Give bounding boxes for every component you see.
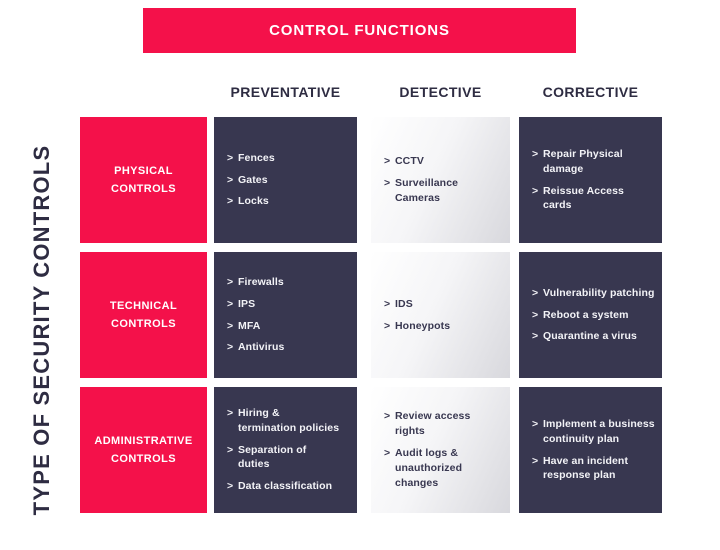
- list-item-label: Honeypots: [395, 319, 451, 332]
- row-label-administrative-controls: ADMINISTRATIVE CONTROLS: [80, 387, 207, 513]
- list-item: > Separation of duties: [227, 443, 352, 473]
- list-item: > Fences: [227, 151, 352, 166]
- list-item: > Reissue Access cards: [532, 184, 657, 214]
- list-item-label: Data classification: [238, 480, 333, 493]
- chevron-icon: >: [532, 308, 539, 321]
- list-item-label: Audit logs & unauthorized changes: [395, 447, 463, 489]
- list-item: > CCTV: [384, 154, 505, 169]
- banner-title: CONTROL FUNCTIONS: [269, 22, 450, 39]
- cell-physical-controls-corrective: > Repair Physical damage > Reissue Access c…: [519, 117, 662, 243]
- row-label-physical-controls: PHYSICAL CONTROLS: [80, 117, 207, 243]
- list-item-label: Review access rights: [395, 410, 471, 438]
- list-item-label: Vulnerability patching: [543, 286, 655, 299]
- list-item-label: Fences: [238, 151, 275, 164]
- list-item-label: Have an incident response plan: [543, 454, 629, 482]
- chevron-icon: >: [532, 286, 539, 299]
- chevron-icon: >: [532, 147, 539, 160]
- column-headers: PREVENTATIVE DETECTIVE CORRECTIVE: [80, 84, 662, 100]
- row-label-technical-controls: TECHNICAL CONTROLS: [80, 252, 207, 378]
- chevron-icon: >: [227, 195, 234, 208]
- list-item: > Hiring & termination policies: [227, 406, 352, 436]
- cell-administrative-controls-detective: > Review access rights > Audit logs & unaut…: [371, 387, 510, 513]
- chevron-icon: >: [384, 297, 391, 310]
- list-item: > Surveillance Cameras: [384, 176, 505, 206]
- table-row: ADMINISTRATIVE CONTROLS > Hiring & termina…: [80, 387, 662, 513]
- chevron-icon: >: [384, 177, 391, 190]
- list-item-label: IPS: [238, 297, 256, 310]
- list-item: > Audit logs & unauthorized changes: [384, 446, 505, 491]
- list-item: > Implement a business continuity plan: [532, 417, 657, 447]
- chevron-icon: >: [384, 319, 391, 332]
- list-item-label: Gates: [238, 173, 268, 186]
- list-item: > Quarantine a virus: [532, 329, 657, 344]
- chevron-icon: >: [227, 443, 234, 456]
- chevron-icon: >: [532, 417, 539, 430]
- cell-administrative-controls-corrective: > Implement a business continuity plan > Ha…: [519, 387, 662, 513]
- list-item-label: Quarantine a virus: [543, 330, 637, 343]
- list-item-label: Reissue Access cards: [543, 184, 624, 212]
- list-item-label: Separation of duties: [238, 443, 307, 471]
- list-item: > Review access rights: [384, 409, 505, 439]
- chevron-icon: >: [227, 151, 234, 164]
- list-item: > Reboot a system: [532, 308, 657, 323]
- chevron-icon: >: [227, 297, 234, 310]
- controls-matrix: PHYSICAL CONTROLS > Fences > Gates > Locks > CCT…: [80, 117, 662, 522]
- cell-physical-controls-preventative: > Fences > Gates > Locks: [214, 117, 357, 243]
- list-item: > Antivirus: [227, 340, 352, 355]
- list-item: > MFA: [227, 319, 352, 334]
- list-item: > IPS: [227, 297, 352, 312]
- list-item-label: Locks: [238, 195, 269, 208]
- list-item: > Gates: [227, 173, 352, 188]
- chevron-icon: >: [384, 447, 391, 460]
- chevron-icon: >: [532, 330, 539, 343]
- list-item-label: MFA: [238, 319, 261, 332]
- list-item-label: Reboot a system: [543, 308, 629, 321]
- column-header-corrective: CORRECTIVE: [542, 84, 639, 100]
- list-item-label: IDS: [395, 297, 413, 310]
- list-item-label: Antivirus: [238, 341, 285, 354]
- chevron-icon: >: [384, 155, 391, 168]
- chevron-icon: >: [227, 406, 234, 419]
- cell-technical-controls-detective: > IDS > Honeypots: [371, 252, 510, 378]
- chevron-icon: >: [532, 454, 539, 467]
- chevron-icon: >: [384, 410, 391, 423]
- list-item: > Repair Physical damage: [532, 147, 657, 177]
- list-item: > Firewalls: [227, 275, 352, 290]
- list-item: > Vulnerability patching: [532, 286, 657, 301]
- chevron-icon: >: [532, 184, 539, 197]
- list-item-label: CCTV: [395, 155, 424, 168]
- list-item: > Data classification: [227, 479, 352, 494]
- chevron-icon: >: [227, 480, 234, 493]
- header-spacer: [80, 84, 214, 100]
- list-item-label: Implement a business continuity plan: [543, 417, 655, 445]
- table-row: TECHNICAL CONTROLS > Firewalls > IPS > MFA > Ant…: [80, 252, 662, 378]
- column-header-detective: DETECTIVE: [399, 84, 482, 100]
- cell-technical-controls-preventative: > Firewalls > IPS > MFA > Antivirus: [214, 252, 357, 378]
- column-header-preventative: PREVENTATIVE: [230, 84, 341, 100]
- chevron-icon: >: [227, 341, 234, 354]
- cell-physical-controls-detective: > CCTV > Surveillance Cameras: [371, 117, 510, 243]
- list-item: > Honeypots: [384, 319, 505, 334]
- list-item-label: Hiring & termination policies: [238, 406, 340, 434]
- table-row: PHYSICAL CONTROLS > Fences > Gates > Locks > CCT…: [80, 117, 662, 243]
- chevron-icon: >: [227, 275, 234, 288]
- cell-technical-controls-corrective: >Vulnerability patching>Reboot a system>…: [519, 252, 662, 378]
- chevron-icon: >: [227, 319, 234, 332]
- list-item: > IDS: [384, 297, 505, 312]
- list-item-label: Repair Physical damage: [543, 147, 623, 175]
- control-functions-banner: CONTROL FUNCTIONS: [143, 8, 576, 53]
- list-item: > Have an incident response plan: [532, 454, 657, 484]
- chevron-icon: >: [227, 173, 234, 186]
- cell-administrative-controls-preventative: > Hiring & termination policies > Separatio…: [214, 387, 357, 513]
- list-item-label: Surveillance Cameras: [395, 177, 459, 204]
- y-axis-label: TYPE OF SECURITY CONTROLS: [29, 144, 54, 516]
- list-item-label: Firewalls: [238, 275, 284, 288]
- list-item: > Locks: [227, 194, 352, 209]
